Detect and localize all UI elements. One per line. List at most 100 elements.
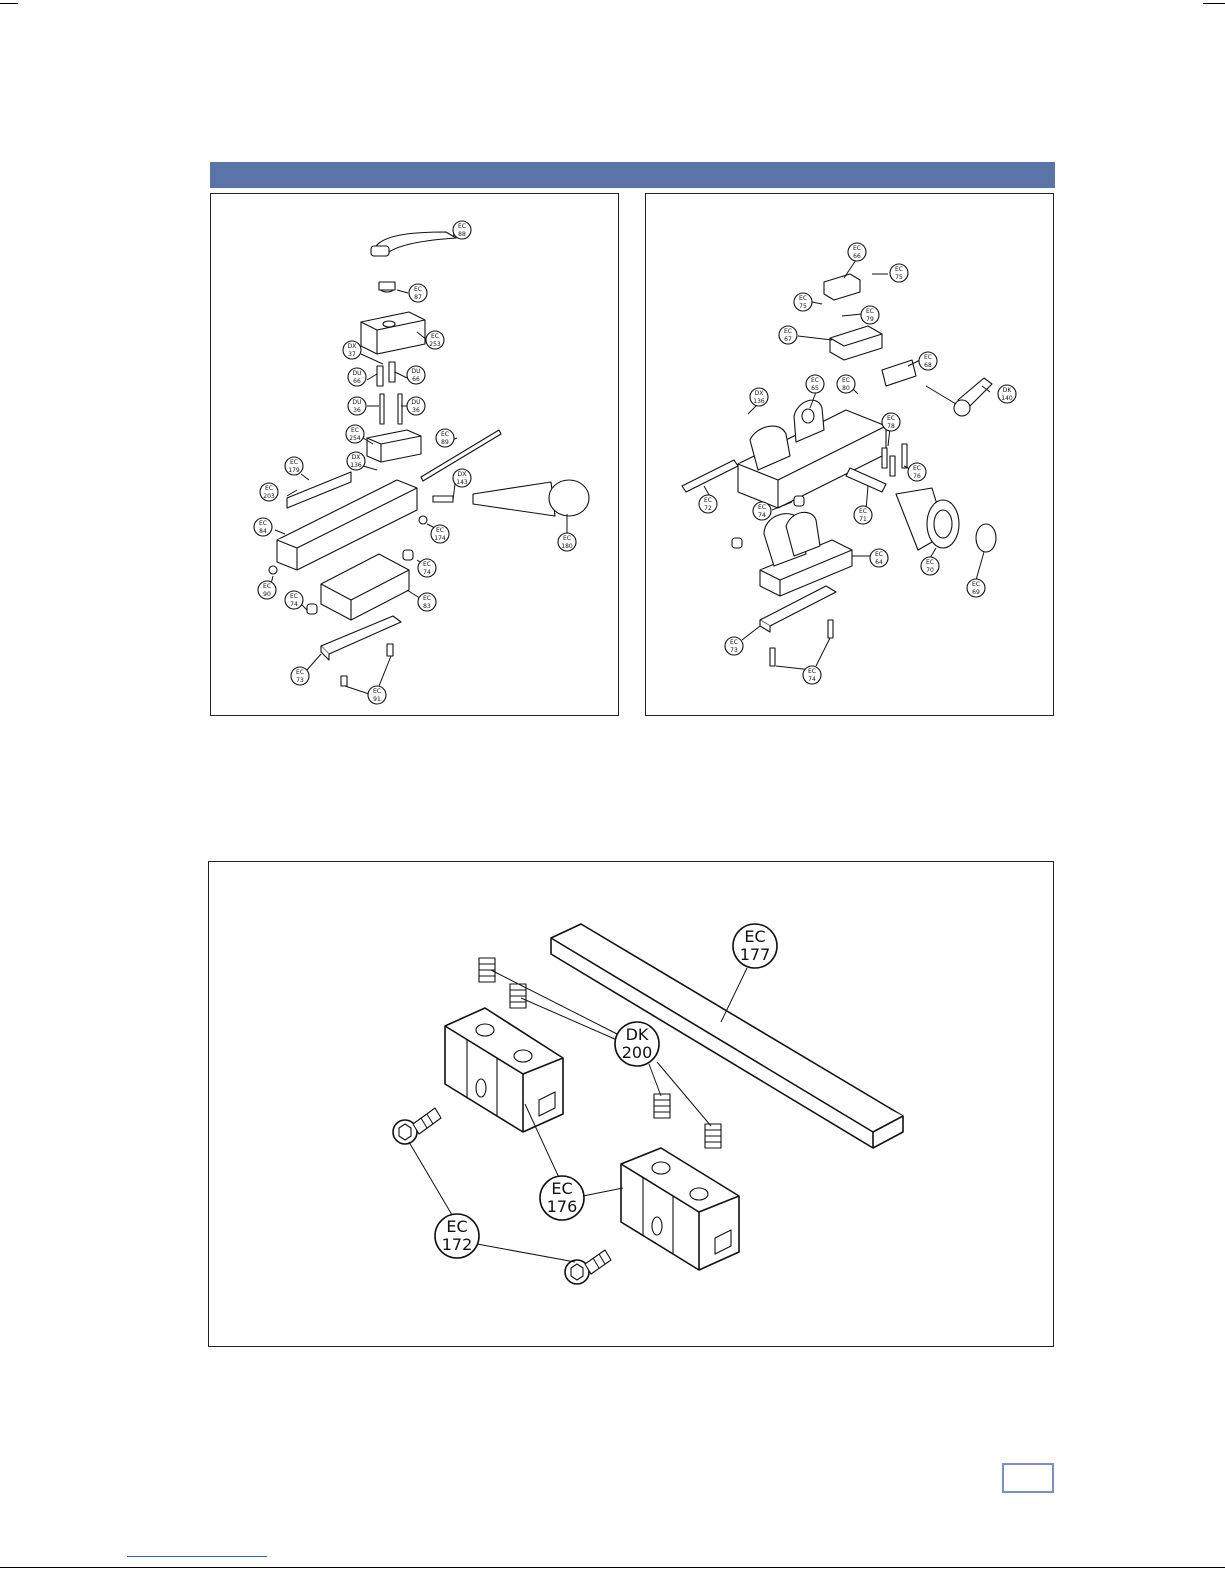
svg-text:84: 84 (259, 528, 267, 535)
svg-text:EC: EC (373, 688, 381, 695)
svg-text:EC: EC (866, 308, 874, 315)
svg-text:73: 73 (296, 677, 304, 684)
svg-text:EC: EC (441, 431, 449, 438)
svg-text:140: 140 (1001, 395, 1013, 402)
svg-text:68: 68 (924, 362, 932, 369)
svg-text:EC: EC (446, 1217, 467, 1236)
svg-text:79: 79 (866, 316, 874, 323)
footer-link-underline[interactable] (127, 1556, 267, 1557)
crop-mark-top-left (0, 3, 18, 4)
svg-text:180: 180 (561, 543, 573, 550)
svg-text:179: 179 (288, 467, 300, 474)
svg-text:90: 90 (263, 591, 271, 598)
svg-text:EC: EC (704, 497, 712, 504)
svg-text:37: 37 (348, 351, 356, 358)
svg-text:DX: DX (458, 471, 467, 478)
svg-text:143: 143 (456, 479, 468, 486)
svg-text:DU: DU (411, 368, 420, 375)
svg-text:EC: EC (290, 593, 298, 600)
section-header-bar (210, 162, 1055, 188)
svg-text:EC: EC (290, 459, 298, 466)
svg-text:DK: DK (626, 1025, 649, 1044)
svg-text:DU: DU (352, 399, 361, 406)
svg-text:172: 172 (442, 1235, 473, 1254)
svg-text:74: 74 (758, 512, 766, 519)
svg-text:EC: EC (842, 377, 850, 384)
svg-text:EC: EC (265, 485, 273, 492)
svg-text:EC: EC (784, 328, 792, 335)
svg-text:71: 71 (859, 516, 867, 523)
svg-text:73: 73 (730, 647, 738, 654)
svg-text:78: 78 (887, 423, 895, 430)
svg-text:EC: EC (296, 669, 304, 676)
svg-text:EC: EC (808, 668, 816, 675)
svg-text:177: 177 (740, 945, 771, 964)
svg-text:EC: EC (423, 595, 431, 602)
svg-text:EC: EC (263, 583, 271, 590)
svg-text:EC: EC (551, 1179, 572, 1198)
svg-text:EC: EC (895, 266, 903, 273)
svg-text:200: 200 (622, 1043, 653, 1062)
svg-text:70: 70 (926, 567, 934, 574)
svg-text:EC: EC (423, 561, 431, 568)
svg-text:DK: DK (1003, 387, 1013, 394)
svg-text:74: 74 (423, 569, 431, 576)
svg-text:75: 75 (799, 303, 807, 310)
svg-text:66: 66 (353, 378, 361, 385)
svg-text:66: 66 (412, 376, 420, 383)
svg-text:64: 64 (875, 559, 883, 566)
svg-text:EC: EC (875, 551, 883, 558)
svg-text:69: 69 (972, 589, 980, 596)
svg-text:76: 76 (913, 473, 921, 480)
bottom-rule (0, 1567, 1225, 1568)
svg-text:DU: DU (411, 399, 420, 406)
svg-text:66: 66 (853, 253, 861, 260)
svg-text:83: 83 (423, 603, 431, 610)
svg-text:75: 75 (895, 274, 903, 281)
svg-text:EC: EC (799, 295, 807, 302)
svg-text:DX: DX (348, 343, 357, 350)
svg-text:253: 253 (429, 341, 441, 348)
svg-text:EC: EC (853, 245, 861, 252)
svg-text:89: 89 (441, 439, 449, 446)
svg-text:EC: EC (414, 286, 422, 293)
svg-text:174: 174 (434, 535, 446, 542)
svg-text:EC: EC (431, 333, 439, 340)
svg-text:EC: EC (926, 559, 934, 566)
svg-text:DX: DX (352, 454, 361, 461)
